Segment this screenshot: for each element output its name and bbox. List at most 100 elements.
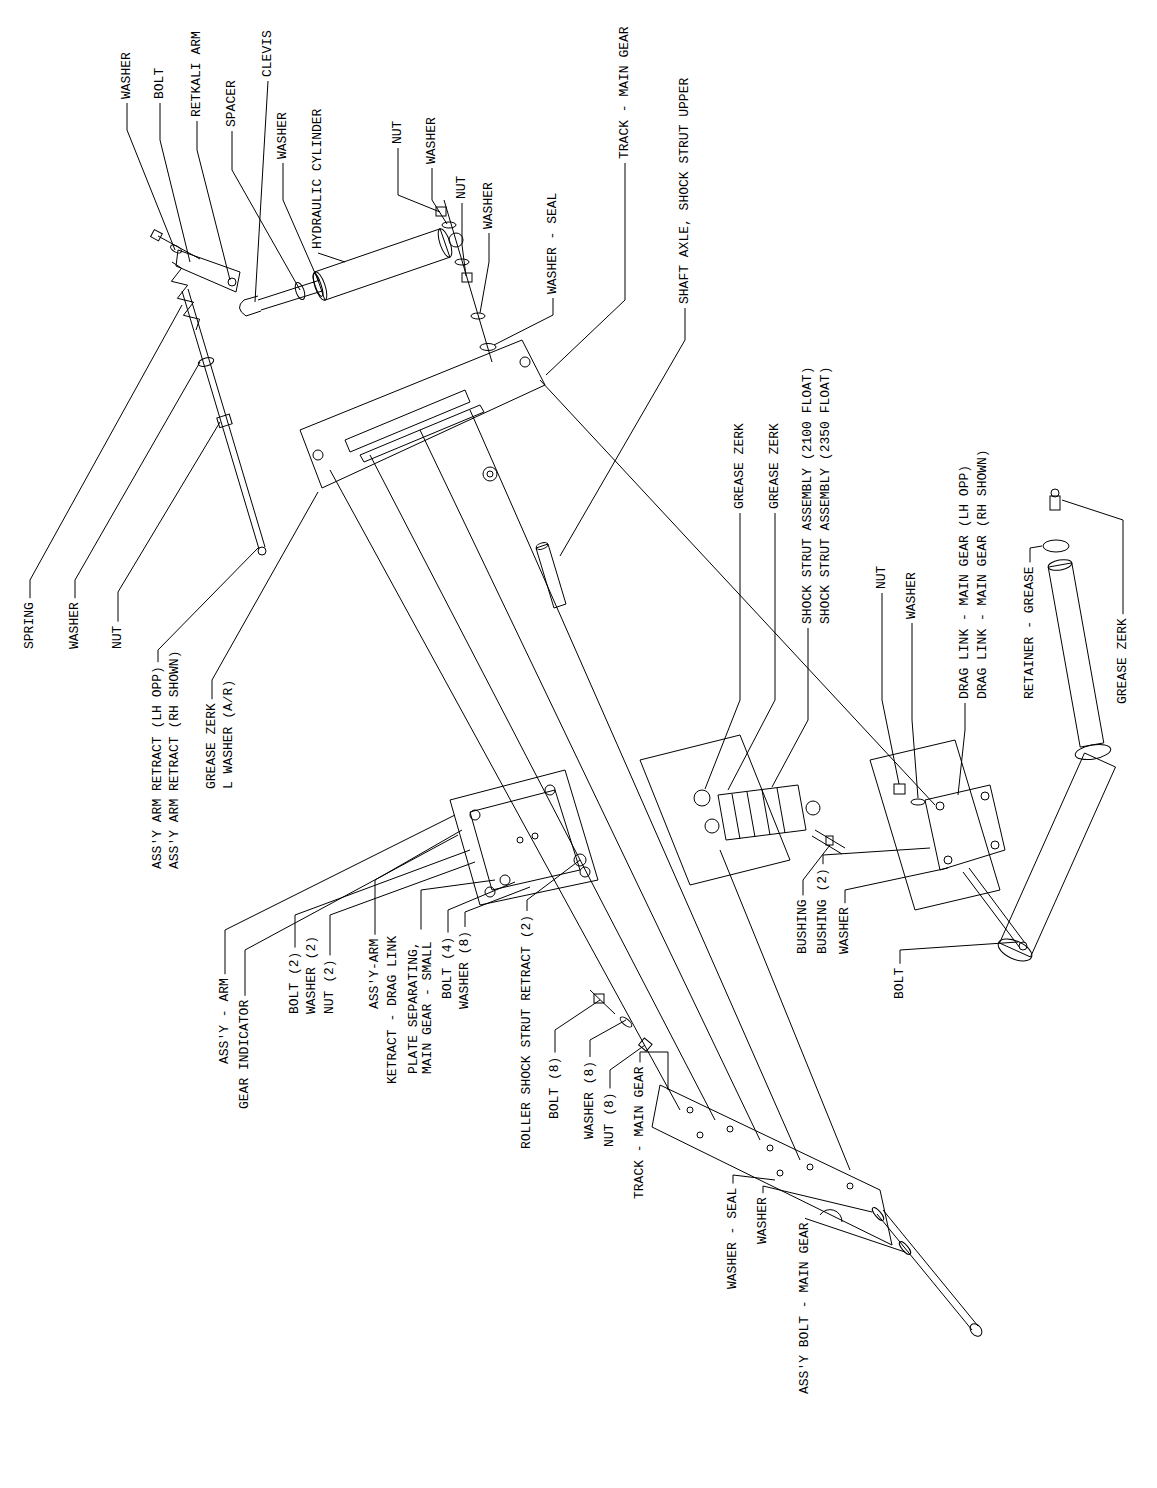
- part-label: WASHER: [756, 1196, 770, 1245]
- arm-bracket: [470, 790, 580, 890]
- part-label: SHOCK STRUT ASSEMBLY (2100 FLOAT): [801, 366, 815, 625]
- part-label: DRAG LINK - MAIN GEAR (LH OPP): [958, 464, 972, 700]
- leader-line: [318, 253, 345, 262]
- leader-line: [448, 882, 515, 933]
- leader-line: [1062, 500, 1123, 614]
- part-label: BOLT: [153, 67, 167, 100]
- leader-line: [1030, 546, 1042, 562]
- part-label: ASS'Y ARM RETRACT (LH OPP): [151, 665, 165, 870]
- part-label: BUSHING (2): [816, 867, 830, 955]
- arm-bracket: [545, 785, 555, 795]
- leader-line: [733, 1175, 775, 1184]
- track-plate: [300, 340, 545, 488]
- part-label: RETAINER - GREASE: [1023, 565, 1037, 700]
- lower-fastener: [594, 994, 604, 1003]
- leader-line: [118, 422, 220, 622]
- track-plate: [820, 1210, 842, 1222]
- part-label: ROLLER SHOCK STRUT RETRACT (2): [520, 914, 534, 1150]
- shaft-axle: [535, 541, 566, 608]
- part-label: TRACK - MAIN GEAR: [618, 25, 632, 160]
- through-line: [540, 380, 935, 805]
- hydraulic-cylinder: [258, 280, 320, 300]
- part-label: WASHER - SEAL: [726, 1187, 740, 1290]
- part-label: BOLT (4): [441, 936, 455, 1000]
- shock-strut: [826, 836, 833, 845]
- retract-arm: [228, 278, 236, 286]
- track-plate: [777, 1170, 783, 1176]
- leader-line: [480, 233, 489, 313]
- main-gear-bolt: [871, 1206, 985, 1339]
- leader-line: [705, 513, 740, 789]
- part-label: ASS'Y ARM RETRACT (RH SHOWN): [168, 650, 182, 870]
- leader-line: [375, 830, 462, 935]
- part-label: L WASHER (A/R): [222, 679, 236, 790]
- axle-assembly: [1074, 742, 1112, 762]
- part-label: GREASE ZERK: [768, 422, 782, 510]
- arm-bracket: [450, 770, 598, 905]
- retract-arm: [176, 250, 266, 555]
- drag-link: [963, 872, 1020, 948]
- spring-symbol: [171, 262, 199, 330]
- part-label: ASS'Y BOLT - MAIN GEAR: [798, 1221, 812, 1395]
- arm-bracket: [517, 837, 523, 843]
- spring-symbol: [171, 262, 199, 330]
- part-label: WASHER: [68, 601, 82, 650]
- through-line: [720, 850, 850, 1170]
- leader-line: [728, 513, 775, 790]
- part-label: WASHER (8): [583, 1060, 597, 1140]
- shock-strut: [694, 790, 710, 806]
- track-plate: [313, 450, 323, 460]
- hydraulic-cylinder: [293, 281, 306, 301]
- fastener: [151, 230, 233, 428]
- leader-line: [295, 850, 470, 948]
- part-label: GREASE ZERK: [733, 422, 747, 510]
- drag-link: [981, 792, 989, 800]
- fastener: [169, 243, 182, 254]
- frame-outline: [640, 735, 790, 885]
- part-label: WASHER: [838, 906, 852, 955]
- shock-strut: [777, 788, 785, 833]
- part-label: SHAFT AXLE, SHOCK STRUT UPPER: [678, 77, 692, 305]
- leader-line: [158, 548, 258, 662]
- track-plate: [652, 1085, 892, 1245]
- part-label: ASS'Y-ARM: [368, 938, 382, 1010]
- part-label: KETRACT - DRAG LINK: [386, 935, 400, 1085]
- axle-assembly: [995, 489, 1116, 966]
- arm-bracket: [500, 875, 510, 885]
- track-plate: [697, 1132, 703, 1138]
- part-label: GREASE ZERK: [1116, 617, 1130, 705]
- part-label: CLEVIS: [261, 29, 275, 78]
- leader-line: [772, 628, 808, 787]
- hydraulic-cylinder: [480, 344, 496, 351]
- drag-link: [894, 784, 905, 794]
- hydraulic-cylinder: [462, 273, 472, 282]
- drag-link: [991, 841, 999, 849]
- axle-assembly: [1043, 540, 1069, 552]
- through-line: [370, 455, 715, 1120]
- leader-line: [494, 298, 553, 345]
- shock-strut: [705, 819, 719, 833]
- hydraulic-cylinder: [315, 229, 450, 300]
- leader-line: [912, 623, 918, 798]
- arm-bracket: [450, 770, 598, 905]
- track-plate: [652, 1085, 892, 1245]
- hydraulic-cylinder: [442, 222, 456, 228]
- leader-line: [30, 305, 182, 598]
- part-label: WASHER: [482, 181, 496, 230]
- drag-link: [911, 799, 925, 805]
- track-plate: [767, 1145, 773, 1151]
- through-line: [330, 470, 680, 1110]
- hydraulic-cylinder: [310, 270, 329, 302]
- main-gear-bolt: [877, 1214, 972, 1330]
- leader-line: [823, 848, 930, 864]
- leader-line: [555, 1000, 600, 1053]
- part-label: NUT: [875, 565, 889, 590]
- leader-line: [763, 1186, 872, 1212]
- retract-arm: [182, 291, 259, 549]
- arm-bracket: [532, 833, 538, 839]
- part-label: WASHER (8): [458, 930, 472, 1010]
- retract-arm: [188, 289, 265, 547]
- retract-arm: [176, 250, 240, 292]
- leader-line: [845, 868, 948, 903]
